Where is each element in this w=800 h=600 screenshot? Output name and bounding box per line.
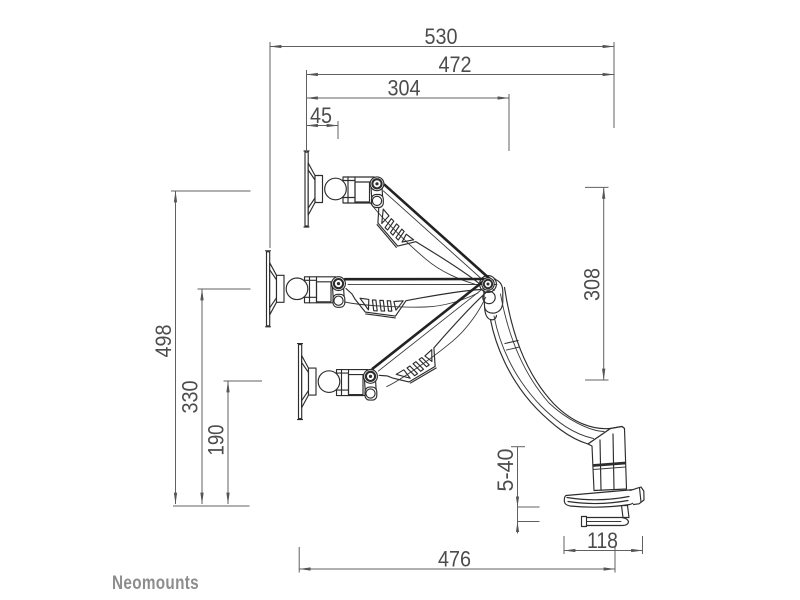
arm-link-middle: [343, 277, 499, 320]
dimension-5-40: 5-40: [493, 446, 540, 534]
dim-label-498: 498: [151, 325, 176, 358]
dimension-498: 498: [151, 190, 251, 505]
dim-label-530: 530: [425, 24, 458, 49]
dim-label-330: 330: [178, 381, 203, 414]
dimension-118: 118: [563, 528, 643, 554]
dim-label-476: 476: [438, 547, 471, 572]
brand-wordmark: Neomounts: [112, 572, 199, 594]
dimension-190: 190: [204, 380, 262, 505]
dim-label-472: 472: [439, 52, 472, 77]
dimension-530: 530: [269, 24, 615, 248]
dimension-330: 330: [178, 288, 251, 505]
dim-label-5-40: 5-40: [493, 449, 518, 492]
dimension-476: 476: [298, 547, 616, 573]
dimension-308: 308: [580, 186, 609, 381]
dimension-304: 304: [306, 76, 510, 151]
dimension-45: 45: [306, 103, 339, 139]
lower-arm: [479, 275, 628, 492]
monitor-head-top: [302, 149, 385, 229]
elbow-pivot: [481, 277, 495, 291]
dimension-472: 472: [306, 52, 615, 153]
dim-label-118: 118: [587, 528, 618, 553]
dim-label-45: 45: [310, 103, 332, 128]
dim-label-308: 308: [580, 268, 605, 301]
dimensions: 530 472 304 45 498 330: [151, 24, 643, 573]
dim-label-304: 304: [388, 76, 421, 101]
monitor-head-middle: [264, 249, 347, 328]
monitor-head-bottom: [296, 342, 379, 421]
dim-label-190: 190: [204, 425, 229, 456]
desk-clamp: [563, 486, 645, 528]
arm-drawing: [264, 149, 645, 528]
